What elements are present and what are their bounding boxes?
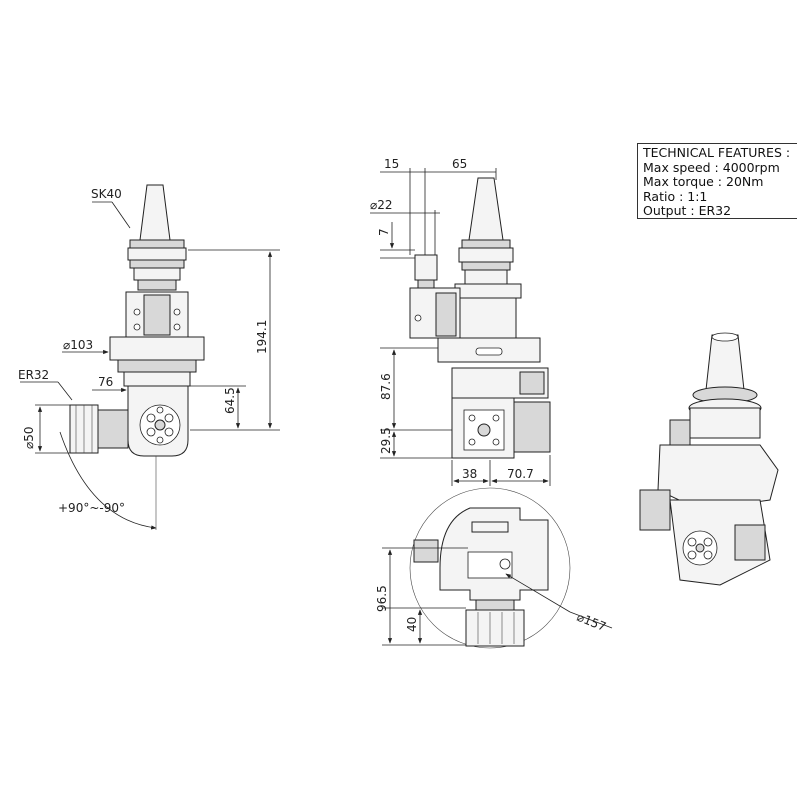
dim-65: 65 — [452, 157, 467, 171]
side-taper — [468, 177, 504, 241]
dim-diameter-50: ⌀50 — [22, 426, 36, 449]
dim-96-5: 96.5 — [375, 585, 389, 612]
top-view: 96.5 40 ⌀157 — [375, 487, 613, 649]
dim-40: 40 — [405, 617, 419, 632]
front-flange-1 — [129, 239, 185, 249]
dim-diameter-22: ⌀22 — [370, 198, 393, 212]
dim-64-5: 64.5 — [223, 387, 237, 414]
dim-rotation-angle: +90°~-90° — [58, 501, 125, 515]
feature-ratio: Ratio : 1:1 — [643, 188, 708, 204]
front-flange-2 — [127, 247, 187, 261]
dim-15: 15 — [384, 157, 399, 171]
iso-taper — [705, 334, 745, 391]
feature-output: Output : ER32 — [643, 203, 732, 219]
label-sk40: SK40 — [91, 187, 122, 201]
side-view: 15 65 ⌀22 7 87.6 29.5 38 70.7 — [370, 157, 551, 486]
isometric-view — [639, 332, 779, 586]
dim-7: 7 — [377, 228, 391, 236]
label-er32: ER32 — [18, 368, 49, 382]
front-view: SK40 ⌀103 ER32 76 ⌀50 194.1 64.5 +90°~-9… — [18, 184, 280, 530]
front-taper — [139, 184, 171, 241]
features-title: TECHNICAL FEATURES : — [643, 145, 791, 160]
dim-diameter-157: ⌀157 — [575, 610, 608, 634]
dim-87-6: 87.6 — [379, 373, 393, 400]
dim-76: 76 — [98, 375, 113, 389]
dim-70-7: 70.7 — [507, 467, 534, 481]
dim-diameter-103: ⌀103 — [63, 338, 93, 352]
technical-features-box: TECHNICAL FEATURES : Max speed : 4000rpm… — [637, 143, 797, 219]
feature-max-torque: Max torque : 20Nm — [643, 174, 764, 190]
dim-38: 38 — [462, 467, 477, 481]
feature-max-speed: Max speed : 4000rpm — [643, 159, 780, 175]
dim-194-1: 194.1 — [255, 320, 269, 354]
dim-29-5: 29.5 — [379, 427, 393, 454]
